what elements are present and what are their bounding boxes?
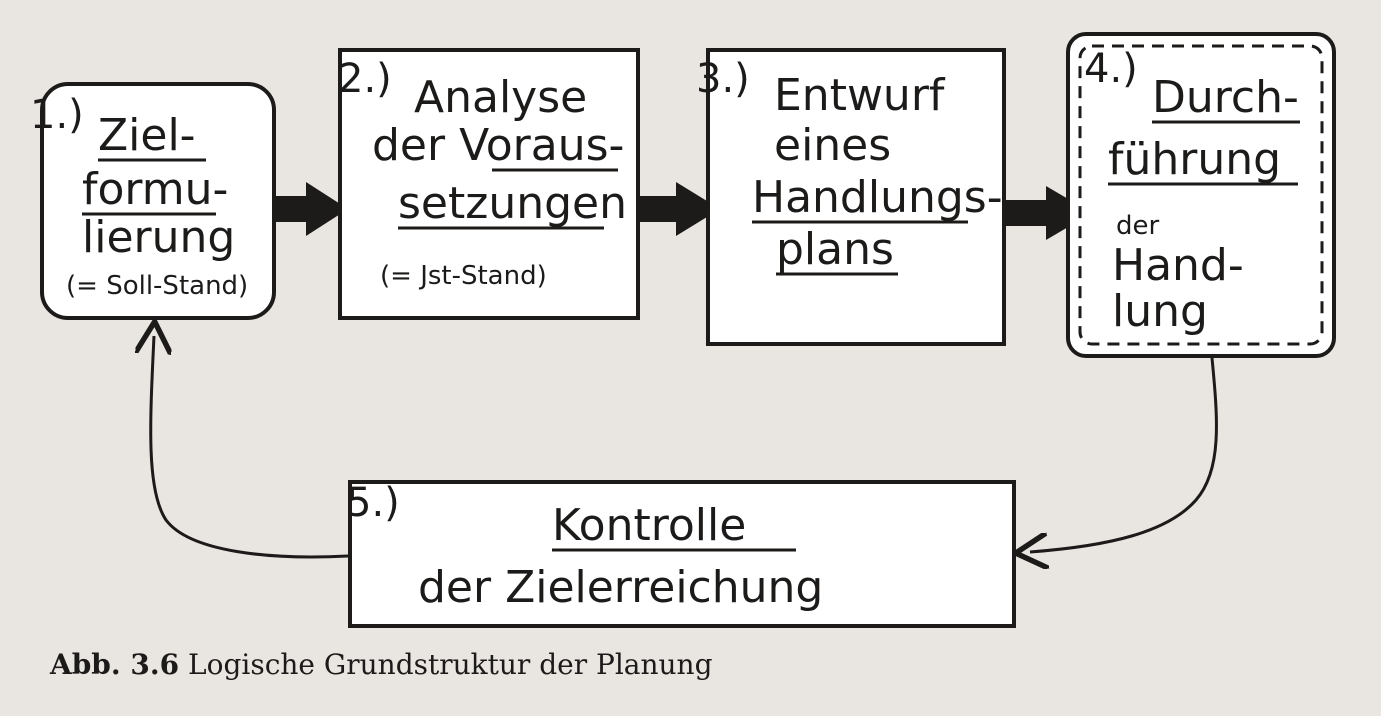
arrow-2-to-3 xyxy=(638,182,720,236)
box-2-note: (= Jst-Stand) xyxy=(380,261,547,291)
arrow-5-to-1 xyxy=(151,336,349,559)
box-4-line-4: Hand- xyxy=(1112,240,1244,291)
box-5-number: 5.) xyxy=(346,480,400,526)
box-4-number: 4.) xyxy=(1084,46,1138,92)
figure-caption: Abb. 3.6 Logische Grundstruktur der Plan… xyxy=(50,648,713,681)
box-5-line-1: Kontrolle xyxy=(552,500,746,551)
box-3-line-3: Handlungs- xyxy=(752,172,1003,223)
box-4-line-3: der xyxy=(1116,211,1160,241)
box-2-frame xyxy=(338,48,640,320)
box-1-number: 1.) xyxy=(30,92,84,138)
box-2-line-3: setzungen xyxy=(398,178,627,229)
box-2-line-1: Analyse xyxy=(414,72,587,123)
box-4-line-1: Durch- xyxy=(1152,72,1299,123)
box-4-line-5: lung xyxy=(1112,286,1208,337)
arrow-4-to-5 xyxy=(1030,357,1218,552)
box-3-frame xyxy=(706,48,1006,346)
box-1-note: (= Soll-Stand) xyxy=(66,271,248,301)
box-4-line-2: führung xyxy=(1108,134,1281,185)
caption-text: Logische Grundstruktur der Planung xyxy=(188,648,713,681)
box-4-frame-inner xyxy=(1078,44,1324,346)
box-1-line-3: lierung xyxy=(82,212,235,263)
box-1-line-1: Ziel- xyxy=(98,110,196,161)
box-2-line-2: der Voraus- xyxy=(372,120,624,171)
box-2-number: 2.) xyxy=(338,56,392,102)
caption-label: Abb. 3.6 xyxy=(50,648,180,681)
box-5-line-2: der Zielerreichung xyxy=(418,562,823,613)
arrow-1-to-2 xyxy=(272,182,348,236)
box-4-frame-outer xyxy=(1066,32,1336,358)
box-3-number: 3.) xyxy=(696,56,750,102)
box-3-line-1: Entwurf xyxy=(774,70,946,121)
box-3-line-4: plans xyxy=(776,224,894,275)
box-1-line-2: formu- xyxy=(82,164,228,215)
box-3-line-2: eines xyxy=(774,120,891,171)
